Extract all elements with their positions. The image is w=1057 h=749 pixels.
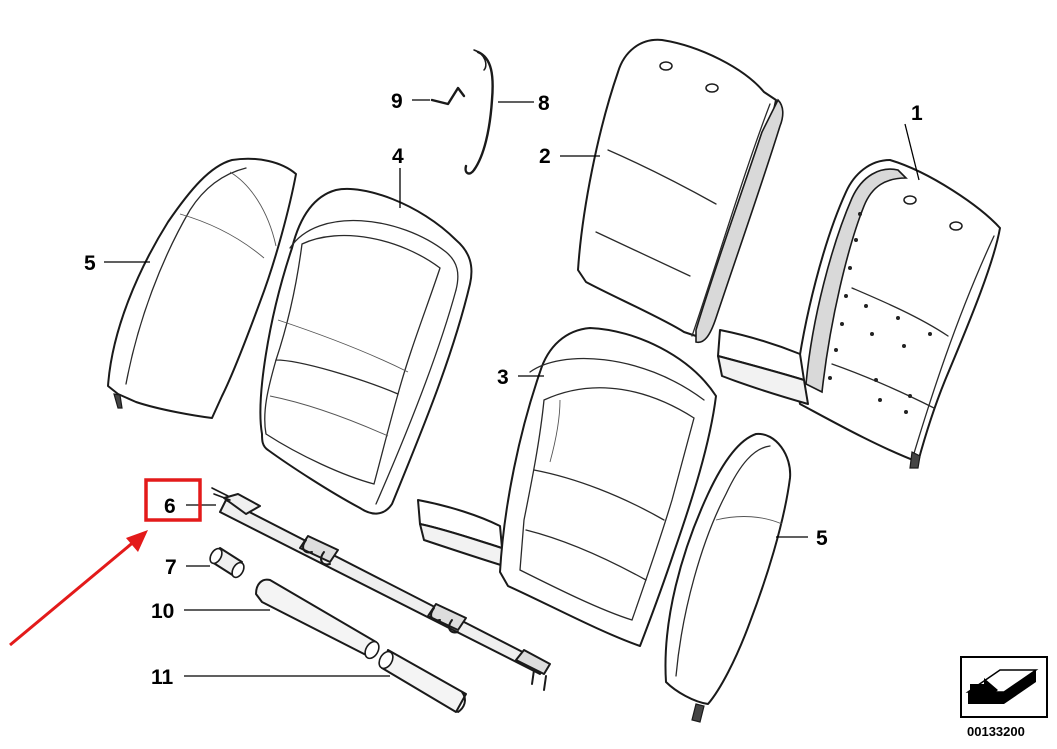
part-3-backrest-padding[interactable] xyxy=(417,327,717,647)
part-5-left-side-bolster[interactable] xyxy=(107,157,297,419)
callout-2: 2 xyxy=(539,145,551,168)
part-2-backrest-panel[interactable] xyxy=(577,38,784,344)
callout-1: 1 xyxy=(911,102,923,125)
rod-clamp-1 xyxy=(299,535,339,566)
part-7-sleeve[interactable] xyxy=(208,547,247,580)
part-6-support-rod[interactable] xyxy=(211,487,551,691)
leader-1 xyxy=(904,123,920,181)
callout-11: 11 xyxy=(151,666,174,689)
callout-10: 10 xyxy=(151,600,174,623)
seat-view-icon xyxy=(965,669,1039,704)
callout-8: 8 xyxy=(538,92,550,115)
rod-end-clip xyxy=(515,649,551,691)
part-8-wire-hook[interactable] xyxy=(464,49,494,175)
highlight-box xyxy=(144,478,202,522)
part-11-foam-tube[interactable] xyxy=(376,649,467,713)
highlight-arrow xyxy=(9,530,148,647)
callout-4: 4 xyxy=(392,145,404,168)
callout-9: 9 xyxy=(391,90,403,113)
part-1-backrest-frame[interactable] xyxy=(717,159,1001,469)
part-10-foam-tube[interactable] xyxy=(255,578,382,661)
part-5-right-side-bolster[interactable] xyxy=(664,432,792,723)
callout-3: 3 xyxy=(497,366,509,389)
callout-5-left: 5 xyxy=(84,252,96,275)
callout-7: 7 xyxy=(165,556,177,579)
callout-6: 6 xyxy=(164,495,176,518)
callout-5-right: 5 xyxy=(816,527,828,550)
reference-box xyxy=(960,656,1048,718)
part-4-backrest-cover[interactable] xyxy=(259,188,473,515)
rod-clamp-2 xyxy=(427,603,467,634)
reference-number: 00133200 xyxy=(967,724,1025,739)
part-9-clip[interactable] xyxy=(430,86,466,106)
